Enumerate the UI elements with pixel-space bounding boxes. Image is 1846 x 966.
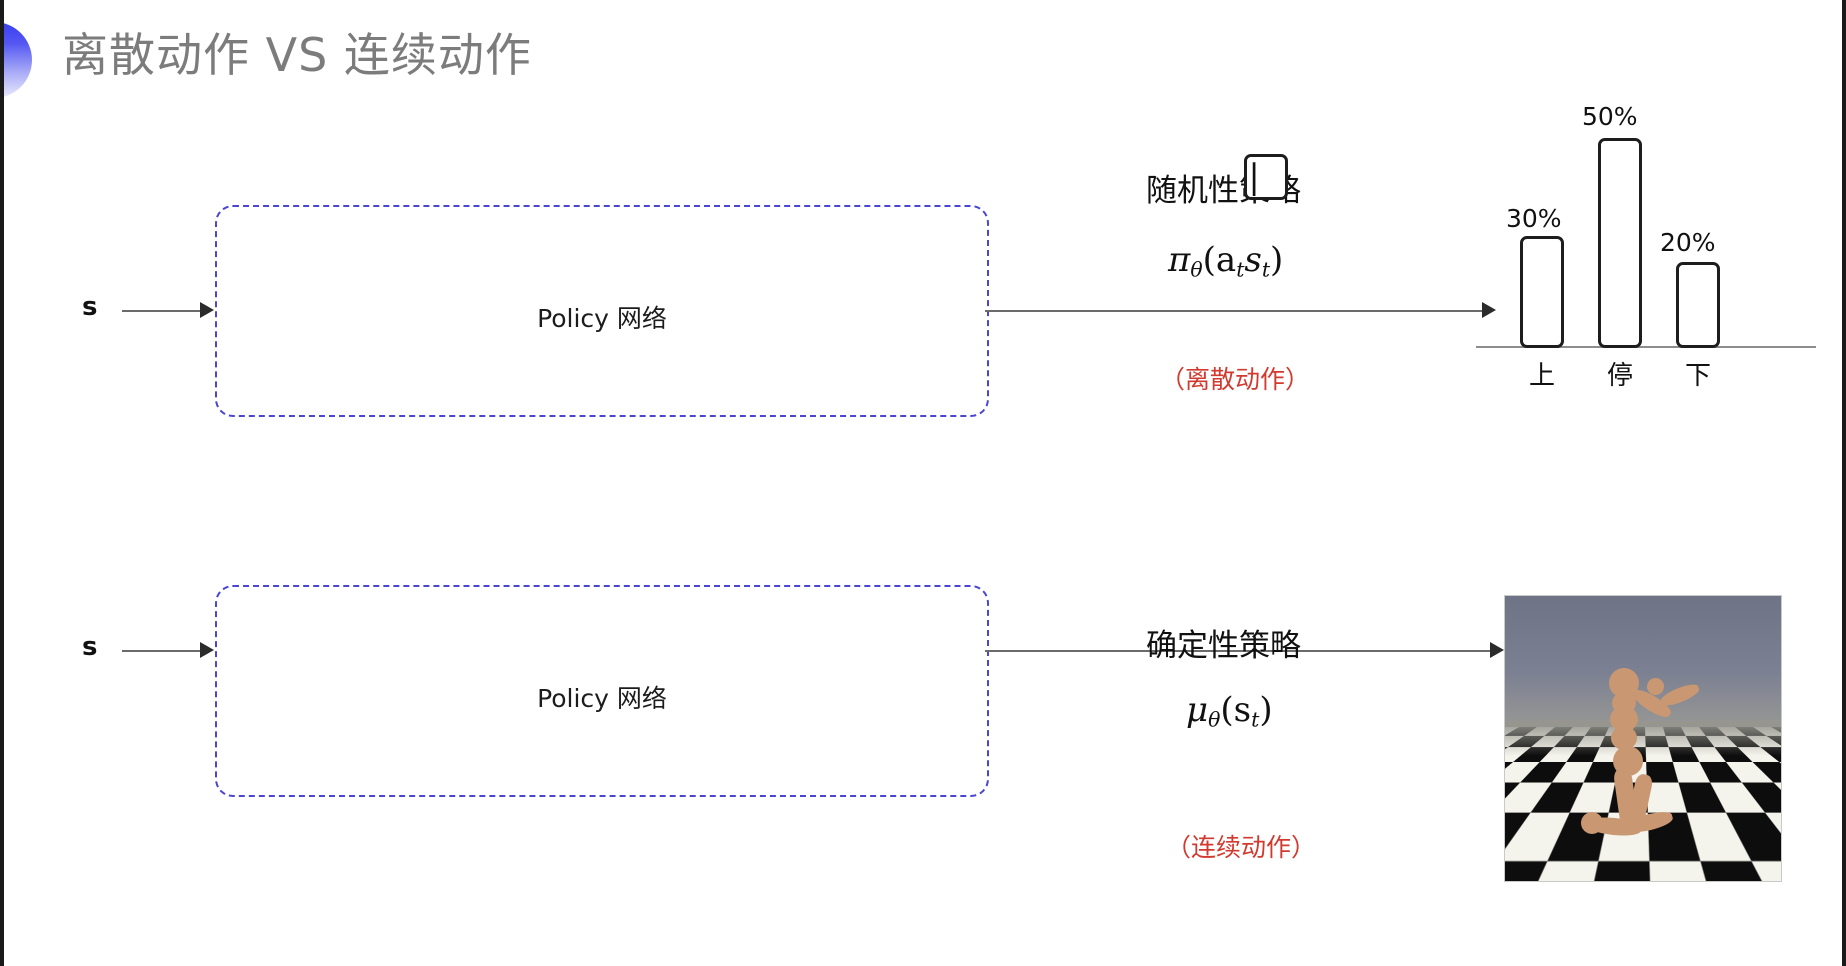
input-arrow-head-bottom [200, 642, 214, 658]
page-title: 离散动作 VS 连续动作 [62, 28, 532, 82]
formula-stochastic-policy: πθ(at|st) [1168, 153, 1289, 282]
formula-s: s [1244, 240, 1262, 280]
policy-network-label-top: Policy 网络 [537, 304, 667, 333]
action-probability-bar-chart: 30% 上 50% 停 20% 下 [1470, 100, 1830, 430]
bar-down[interactable] [1676, 262, 1720, 348]
policy-network-label-bottom: Policy 网络 [537, 684, 667, 713]
bar-category-down: 下 [1684, 361, 1711, 391]
input-arrow-line-top [122, 310, 204, 312]
frame-edge-left [0, 0, 4, 966]
output-arrow-line-top [985, 310, 1485, 312]
formula-mu: μ [1186, 690, 1209, 730]
formula-open-s: (s [1220, 690, 1252, 730]
formula-bar: | [1244, 153, 1289, 200]
formula-close-2: ) [1259, 690, 1273, 730]
bar-value-down: 20% [1660, 228, 1716, 257]
state-label-top: s [82, 292, 98, 322]
formula-sub-t1: t [1236, 257, 1245, 282]
action-note-discrete: （离散动作） [1160, 365, 1311, 394]
sim-horizon-haze [1505, 721, 1781, 756]
output-arrow-head-bottom [1490, 642, 1504, 658]
input-arrow-line-bottom [122, 650, 204, 652]
frame-edge-right [1842, 0, 1846, 966]
formula-sub-t2: t [1261, 257, 1271, 282]
bar-category-stop: 停 [1606, 361, 1633, 391]
formula-theta-2: θ [1208, 707, 1221, 732]
humanoid-simulation-image [1504, 595, 1782, 882]
humanoid-foot-near [1581, 812, 1603, 834]
humanoid-hand [1647, 678, 1664, 695]
output-arrow-line-bottom [985, 650, 1495, 652]
chart-baseline [1476, 346, 1816, 348]
formula-theta: θ [1190, 257, 1203, 282]
policy-network-box-bottom[interactable]: Policy 网络 [215, 585, 989, 797]
sim-sky [1505, 596, 1781, 733]
formula-sub-t3: t [1251, 707, 1260, 732]
formula-open-a: (a [1202, 240, 1237, 280]
policy-kind-deterministic: 确定性策略 [1146, 628, 1301, 664]
state-label-bottom: s [82, 632, 98, 662]
bar-value-up: 30% [1506, 204, 1562, 233]
formula-deterministic-policy: μθ(st) [1186, 690, 1273, 732]
output-arrow-head-top [1482, 302, 1496, 318]
action-note-continuous: （连续动作） [1166, 833, 1317, 862]
formula-pi: π [1168, 240, 1191, 280]
input-arrow-head-top [200, 302, 214, 318]
bar-stop[interactable] [1598, 138, 1642, 348]
bar-category-up: 上 [1528, 361, 1555, 391]
policy-network-box-top[interactable]: Policy 网络 [215, 205, 989, 417]
bar-value-stop: 50% [1582, 102, 1638, 131]
title-decoration-icon [0, 22, 32, 98]
bar-up[interactable] [1520, 236, 1564, 348]
formula-close: ) [1270, 240, 1284, 280]
